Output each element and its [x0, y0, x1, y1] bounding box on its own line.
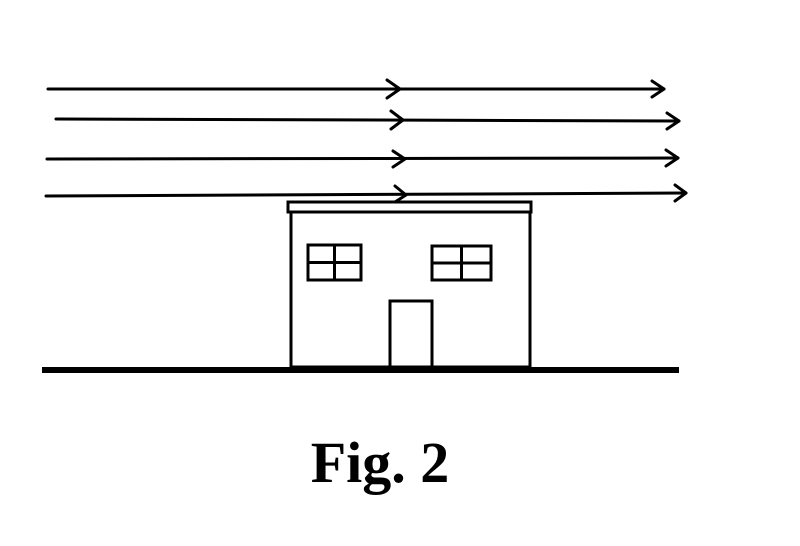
door [388, 299, 434, 369]
building [286, 200, 533, 369]
wind-arrow-3 [45, 148, 680, 169]
arrowhead-end [673, 183, 688, 203]
window-right [430, 244, 493, 282]
arrowhead-mid [393, 184, 408, 204]
arrowhead-mid [391, 149, 407, 169]
building-roof [286, 200, 533, 214]
window-left [306, 243, 363, 282]
wind-arrow-4 [44, 183, 688, 204]
figure-caption: Fig. 2 [310, 430, 450, 495]
arrowhead-mid [389, 109, 405, 131]
wind-arrow-1 [46, 78, 666, 100]
arrowhead-end [650, 79, 666, 99]
arrowhead-end [665, 111, 681, 131]
arrowhead-end [664, 148, 680, 168]
wind-arrow-2 [54, 109, 681, 131]
arrowhead-mid [385, 78, 402, 100]
wind-arrows [44, 78, 688, 204]
